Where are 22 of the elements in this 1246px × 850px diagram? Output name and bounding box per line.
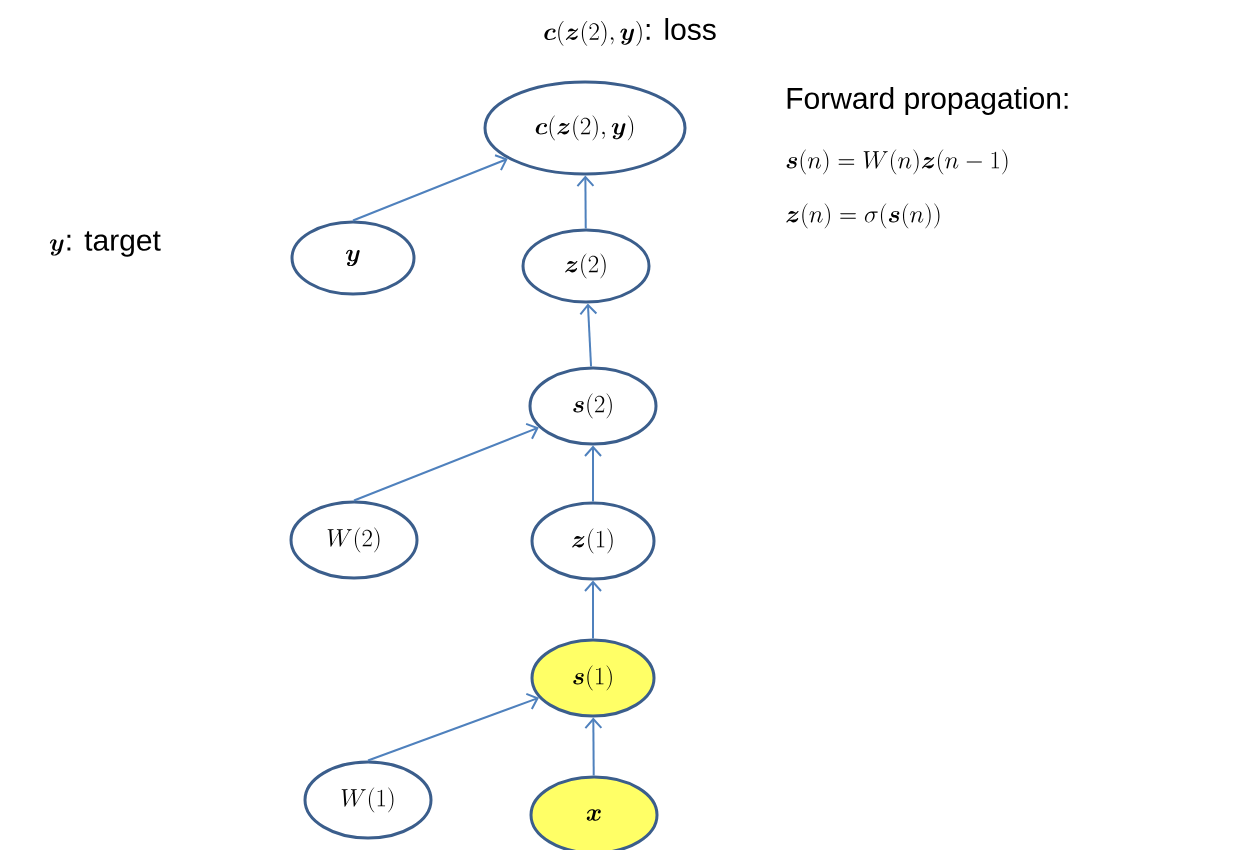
ellipse-node: $\boldsymbol{s}(2)$: [528, 366, 658, 446]
ellipse-node: $\boldsymbol{c}(\boldsymbol{z}(2),\boldsymbol{y})$: [483, 80, 687, 176]
heading-text: Forward propagation:: [787, 87, 1068, 115]
arrow: [579, 303, 598, 368]
ellipse-node: $\boldsymbol{y}$: [290, 220, 416, 296]
ellipse-node: $W(1)$: [303, 760, 433, 840]
ellipse-node: $\boldsymbol{z}(1)$: [530, 501, 656, 581]
formula-label: $\boldsymbol{y}\text{: target}$: [49, 231, 161, 257]
formula-label: $\boldsymbol{s}(n)=W(n)\boldsymbol{z}(n-1)$: [786, 149, 1008, 175]
ellipse-node: $\boldsymbol{z}(2)$: [521, 228, 651, 304]
arrow: [584, 717, 603, 777]
arrow: [367, 692, 539, 762]
formula-label: $\boldsymbol{z}(n)=\sigma(\boldsymbol{s}(n))$: [786, 203, 940, 229]
formula-label: $\boldsymbol{c}(\boldsymbol{z}(2),\boldsymbol{y})\text{: loss}$: [544, 18, 716, 46]
ellipse-node: $\boldsymbol{x}$: [529, 775, 659, 850]
arrow: [584, 445, 602, 503]
arrow: [352, 154, 508, 222]
arrow: [576, 175, 595, 230]
arrow: [584, 580, 602, 640]
arrow: [353, 422, 539, 502]
ellipse-node: $W(2)$: [289, 500, 419, 580]
ellipse-node: $\boldsymbol{s}(1)$: [530, 638, 656, 718]
